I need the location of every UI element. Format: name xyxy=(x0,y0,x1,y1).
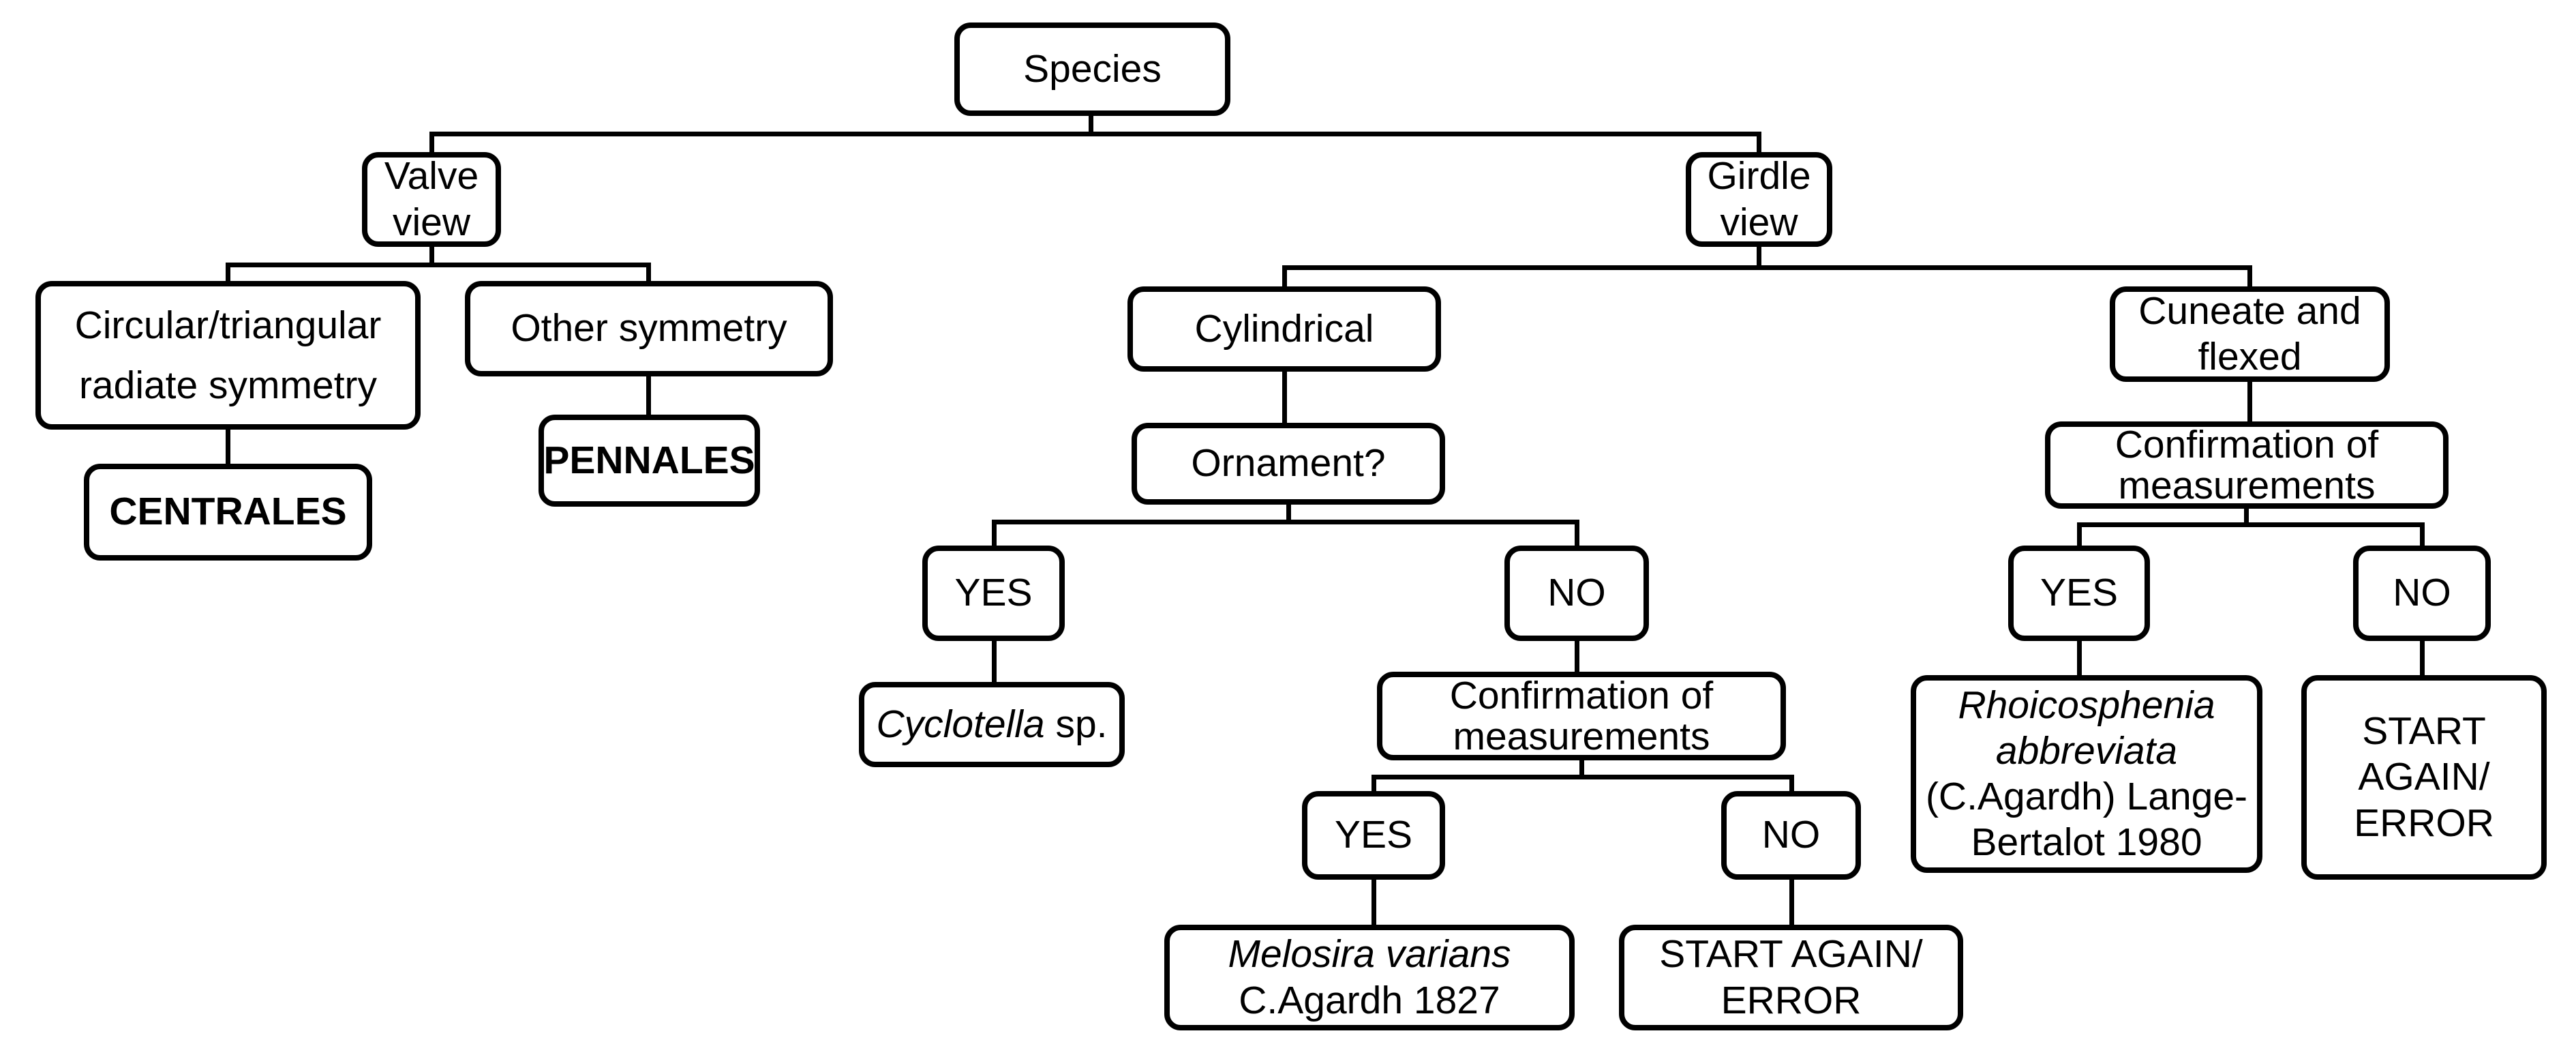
node-cuneate-flexed: Cuneate and flexed xyxy=(2110,286,2390,382)
connector-other-symmetry-drop xyxy=(646,263,651,283)
node-start-again-mid-label: START AGAIN/ ERROR xyxy=(1659,932,1923,1022)
connector-no-right-to-start-again xyxy=(2420,640,2425,677)
node-confirmation-mid-label: Confirmation of measurements xyxy=(1449,673,1714,758)
connector-ornament-bottom-drop xyxy=(1286,503,1291,523)
node-centrales: CENTRALES xyxy=(84,464,372,561)
connector-yes-right-to-rhoicosphenia xyxy=(2077,640,2082,677)
node-other-symmetry-label: Other symmetry xyxy=(511,306,787,351)
connector-top-rail xyxy=(429,132,1761,136)
node-no-ornament: NO xyxy=(1504,546,1649,641)
connector-no-ornament-drop xyxy=(1575,520,1579,548)
connector-valve-drop xyxy=(429,132,434,153)
connector-confirmation-mid-drop xyxy=(1579,759,1584,778)
node-pennales: PENNALES xyxy=(539,415,760,507)
connector-yes-mid-drop xyxy=(1372,775,1376,793)
node-species-label: Species xyxy=(1023,46,1162,91)
connector-girdle-rail xyxy=(1282,265,2252,270)
node-confirmation-mid: Confirmation of measurements xyxy=(1377,672,1786,760)
node-no-mid-label: NO xyxy=(1761,813,1821,857)
node-girdle-view-label: Girdle view xyxy=(1707,154,1811,244)
node-ornament: Ornament? xyxy=(1132,423,1445,505)
connector-yes-ornament-drop xyxy=(992,520,997,548)
node-species: Species xyxy=(954,23,1230,116)
connector-confirmation-right-drop xyxy=(2244,507,2249,525)
node-start-again-right: START AGAIN/ ERROR xyxy=(2301,675,2547,880)
connector-no-mid-to-start-again xyxy=(1789,878,1794,926)
node-start-again-right-label: START AGAIN/ ERROR xyxy=(2354,709,2494,845)
node-cuneate-flexed-label: Cuneate and flexed xyxy=(2138,288,2361,378)
node-rhoicosphenia: Rhoicosphenia abbreviata (C.Agardh) Lang… xyxy=(1911,675,2262,873)
node-circular-radiate-symmetry-label: Circular/triangular radiate symmetry xyxy=(74,303,382,407)
connector-circular-to-centrales xyxy=(226,427,230,464)
connector-valve-rail xyxy=(226,263,651,267)
node-yes-mid: YES xyxy=(1302,791,1445,880)
connector-circular-drop xyxy=(226,263,230,283)
node-melosira-label: Melosira varians C.Agardh 1827 xyxy=(1222,932,1518,1024)
connector-right-rail xyxy=(2077,522,2425,527)
node-yes-mid-label: YES xyxy=(1334,813,1413,857)
connector-mid-rail xyxy=(1372,775,1794,779)
node-ornament-label: Ornament? xyxy=(1191,441,1386,486)
node-no-mid: NO xyxy=(1721,791,1861,880)
node-no-ornament-label: NO xyxy=(1547,571,1606,615)
connector-cuneate-to-confirmation xyxy=(2247,381,2252,421)
melosira-name-italic: Melosira varians xyxy=(1228,932,1511,977)
node-confirmation-right: Confirmation of measurements xyxy=(2045,421,2449,509)
node-yes-right: YES xyxy=(2008,546,2150,641)
connector-girdle-drop xyxy=(1757,132,1761,153)
node-yes-ornament-label: YES xyxy=(954,571,1033,615)
connector-yes-to-cyclotella xyxy=(992,640,997,684)
connector-yes-right-drop xyxy=(2077,522,2082,548)
cyclotella-rest: sp. xyxy=(1044,702,1108,746)
rhoicosphenia-authority: (C.Agardh) Lange- Bertalot 1980 xyxy=(1925,775,2248,865)
rhoicosphenia-name-italic: Rhoicosphenia abbreviata xyxy=(1958,683,2215,773)
node-melosira: Melosira varians C.Agardh 1827 xyxy=(1164,925,1575,1030)
connector-no-to-confirmation-mid xyxy=(1575,640,1579,674)
connector-cylindrical-to-ornament xyxy=(1282,370,1287,424)
connector-ornament-rail xyxy=(992,520,1579,524)
connector-girdle-bottom-drop xyxy=(1757,244,1761,268)
connector-species-drop xyxy=(1089,115,1093,134)
connector-cuneate-drop xyxy=(2247,265,2252,288)
node-no-right-label: NO xyxy=(2393,571,2451,615)
node-cylindrical-label: Cylindrical xyxy=(1194,306,1374,351)
connector-cylindrical-drop xyxy=(1282,265,1287,288)
node-cylindrical: Cylindrical xyxy=(1127,286,1441,372)
node-confirmation-right-label: Confirmation of measurements xyxy=(2115,422,2379,507)
node-rhoicosphenia-label: Rhoicosphenia abbreviata (C.Agardh) Lang… xyxy=(1919,683,2254,866)
cyclotella-genus-italic: Cyclotella xyxy=(876,702,1045,746)
node-other-symmetry: Other symmetry xyxy=(465,281,833,376)
node-yes-ornament: YES xyxy=(922,546,1065,641)
melosira-authority: C.Agardh 1827 xyxy=(1239,978,1500,1022)
node-centrales-label: CENTRALES xyxy=(109,490,347,534)
connector-valve-bottom-drop xyxy=(429,244,434,266)
node-yes-right-label: YES xyxy=(2040,571,2119,615)
node-start-again-mid: START AGAIN/ ERROR xyxy=(1619,925,1963,1030)
connector-other-to-pennales xyxy=(646,374,651,415)
node-no-right: NO xyxy=(2353,546,2491,641)
connector-no-mid-drop xyxy=(1789,775,1794,793)
node-valve-view-label: Valve view xyxy=(384,154,479,244)
connector-yes-mid-to-melosira xyxy=(1372,878,1376,926)
node-valve-view: Valve view xyxy=(362,152,501,247)
node-cyclotella-label: Cyclotella sp. xyxy=(870,702,1115,747)
node-girdle-view: Girdle view xyxy=(1686,152,1832,247)
node-circular-radiate-symmetry: Circular/triangular radiate symmetry xyxy=(35,281,421,430)
node-cyclotella: Cyclotella sp. xyxy=(859,682,1125,767)
connector-no-right-drop xyxy=(2420,522,2425,548)
node-pennales-label: PENNALES xyxy=(543,438,755,482)
